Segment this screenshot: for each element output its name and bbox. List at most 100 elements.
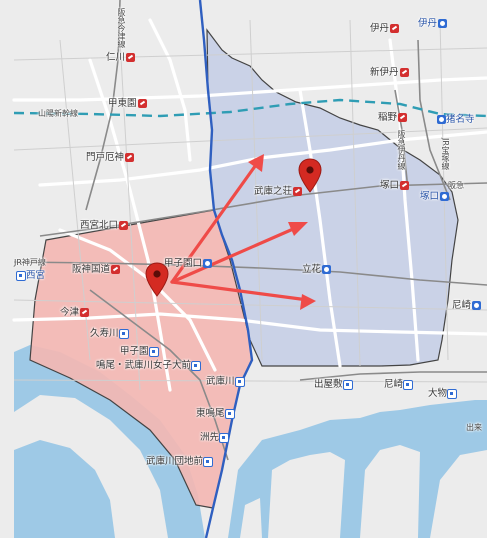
station-label-amagasaki-hanshin[interactable]: 尼崎 [384, 379, 414, 390]
rail-station-icon [234, 376, 245, 387]
station-label-shinitami[interactable]: 新伊丹 [370, 67, 409, 78]
rail-station-icon [438, 19, 448, 28]
station-name: 出屋敷 [314, 379, 343, 390]
station-label-tachibana[interactable]: 立花 [302, 264, 332, 275]
train-station-icon [119, 221, 129, 230]
arrow-heads [248, 154, 316, 310]
station-label-nigawa[interactable]: 仁川 [106, 52, 136, 63]
station-name: 尼崎 [384, 379, 404, 390]
station-name: 甲子園 [120, 346, 149, 357]
train-station-icon [400, 181, 410, 190]
rail-station-icon [342, 379, 353, 390]
station-name: 尼崎 [452, 300, 472, 311]
station-name: 立花 [302, 264, 322, 275]
rail-station-icon [203, 259, 213, 268]
rail-station-icon [16, 270, 26, 281]
train-station-icon [126, 53, 136, 62]
rail-station-icon [203, 456, 214, 467]
station-label-koshienguchi[interactable]: 甲子園口 [164, 258, 213, 269]
line-label-sanyo-shinkansen: 山陽新幹線 [38, 109, 78, 118]
bay-channel-west [14, 440, 115, 538]
station-name: 甲東園 [108, 98, 137, 109]
rail-station-icon [219, 432, 230, 443]
train-station-icon [293, 187, 303, 196]
line-label-hankyu-imazu: 阪急今津線 [117, 8, 126, 48]
station-name: 武庫之荘 [254, 186, 293, 197]
pin-icon[interactable] [145, 262, 169, 298]
station-label-kujigawa[interactable]: 久寿川 [90, 328, 129, 339]
station-name: 武庫川団地前 [146, 456, 204, 467]
station-label-tsukaguchi-jr[interactable]: 塚口 [420, 191, 450, 202]
rail-station-icon [322, 265, 332, 274]
line-label-hankyu: 阪急 [448, 181, 464, 190]
station-label-higashinaruo[interactable]: 東鳴尾 [196, 408, 235, 419]
train-station-icon [399, 68, 409, 77]
station-label-tsukaguchi-hankyu[interactable]: 塚口 [380, 180, 410, 191]
station-label-mukogawa[interactable]: 武庫川 [206, 376, 245, 387]
train-station-icon [137, 99, 147, 108]
station-label-itami-jr[interactable]: 伊丹 [418, 18, 448, 29]
station-name: 塚口 [420, 191, 440, 202]
station-name: 久寿川 [90, 328, 119, 339]
station-name: 塚口 [380, 180, 400, 191]
station-label-inadera[interactable]: 猪名寺 [436, 114, 475, 125]
train-station-icon [125, 153, 135, 162]
place-label-right-edge: 出来 [466, 423, 482, 432]
station-label-daimotsu[interactable]: 大物 [428, 388, 458, 399]
reclaimed-land-2 [360, 445, 420, 538]
line-label-hankyu-itami: 阪急伊丹線 [397, 130, 406, 170]
station-name: 今津 [60, 307, 80, 318]
rail-station-icon [224, 408, 235, 419]
station-name: 仁川 [106, 52, 126, 63]
rail-station-icon [472, 301, 482, 310]
station-label-izumo[interactable]: 出屋敷 [314, 379, 353, 390]
station-label-nishinomiyakitaguchi[interactable]: 西宮北口 [80, 220, 129, 231]
station-name: 洲先 [200, 432, 220, 443]
station-name: 伊丹 [370, 23, 390, 34]
pin-icon[interactable] [298, 158, 322, 194]
station-name: 甲子園口 [164, 258, 203, 269]
station-label-mukonoso[interactable]: 武庫之荘 [254, 186, 303, 197]
station-label-nishinomiya[interactable]: 西宮 [16, 270, 45, 281]
rail-station-icon [440, 192, 450, 201]
station-label-hanshin-kokudo[interactable]: 阪神国道 [72, 264, 121, 275]
train-station-icon [80, 308, 90, 317]
station-name: 伊丹 [418, 18, 438, 29]
train-station-icon [398, 113, 408, 122]
station-name: 稲野 [378, 112, 398, 123]
rail-station-icon [437, 115, 446, 124]
station-label-kotoen[interactable]: 甲東園 [108, 98, 147, 109]
station-label-imazu[interactable]: 今津 [60, 307, 90, 318]
rail-station-icon [403, 379, 414, 390]
station-label-danchimae[interactable]: 武庫川団地前 [146, 456, 214, 467]
line-label-jr-takarazuka: JR宝塚線 [441, 138, 450, 170]
rail-station-icon [148, 346, 159, 357]
train-station-icon [390, 24, 400, 33]
station-name: 猪名寺 [446, 114, 475, 125]
station-label-inano[interactable]: 稲野 [378, 112, 408, 123]
station-label-naruo[interactable]: 鳴尾・武庫川女子大前 [96, 360, 202, 371]
rail-station-icon [118, 328, 129, 339]
direction-arrows [170, 160, 310, 302]
rail-station-icon [447, 388, 458, 399]
reclaimed-land-1 [268, 452, 345, 538]
line-label-jr-kobe: JR神戸線 [14, 258, 46, 267]
train-station-icon [111, 265, 121, 274]
station-name: 武庫川 [206, 376, 235, 387]
station-name: 阪神国道 [72, 264, 111, 275]
station-label-amagasaki-jr[interactable]: 尼崎 [452, 300, 482, 311]
rail-station-icon [191, 360, 202, 371]
station-label-koshien[interactable]: 甲子園 [120, 346, 159, 357]
station-label-susaki[interactable]: 洲先 [200, 432, 230, 443]
station-label-itami[interactable]: 伊丹 [370, 23, 400, 34]
station-name: 新伊丹 [370, 67, 399, 78]
reclaimed-land-4 [240, 498, 262, 538]
station-name: 鳴尾・武庫川女子大前 [96, 360, 192, 371]
station-name: 西宮 [26, 270, 46, 281]
station-label-montoyakujin[interactable]: 門戸厄神 [86, 152, 135, 163]
mukogawa-river [198, 0, 254, 538]
station-name: 門戸厄神 [86, 152, 125, 163]
station-name: 大物 [428, 388, 448, 399]
